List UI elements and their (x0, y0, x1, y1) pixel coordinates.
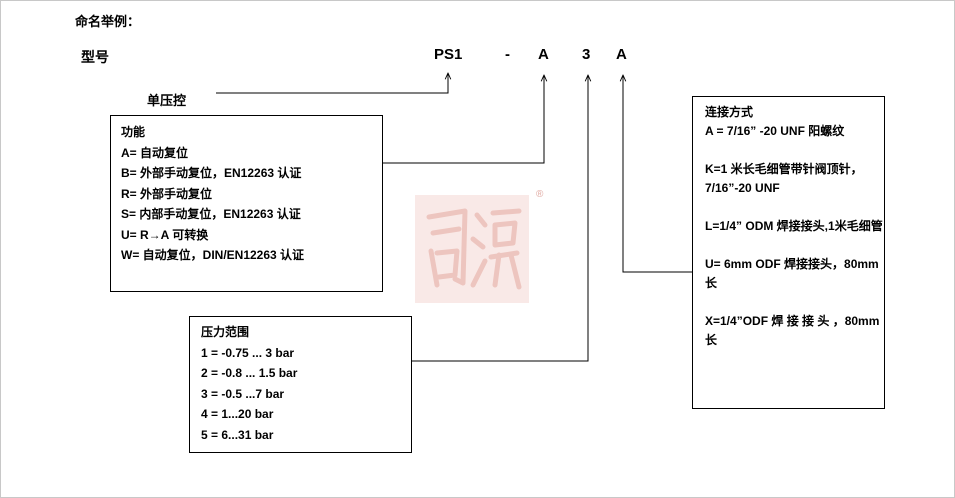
function-item-u: U= R→A 可转换 (121, 227, 209, 242)
pressure-range-box: 压力范围 1 = -0.75 ... 3 bar 2 = -0.8 ... 1.… (189, 316, 412, 453)
connector-connection (623, 75, 692, 273)
pressure-item-2: 2 = -0.8 ... 1.5 bar (201, 366, 298, 380)
single-control-label: 单压控 (147, 93, 187, 108)
connector-single-control (216, 73, 448, 94)
function-item-s: S= 内部手动复位，EN12263 认证 (121, 207, 301, 221)
connection-item-k: K=1 米长毛细管带针阀顶针，7/16”-20 UNF (705, 162, 863, 195)
model-label: 型号 (81, 49, 109, 65)
example-heading: 命名举例： (75, 14, 141, 29)
code-series: PS1 (434, 46, 463, 63)
pressure-item-3: 3 = -0.5 ...7 bar (201, 386, 285, 401)
function-title: 功能 (121, 125, 146, 139)
pressure-title: 压力范围 (201, 325, 250, 339)
code-function-letter: A (538, 46, 549, 63)
code-pressure-digit: 3 (582, 46, 591, 63)
connection-item-x: X=1/4”ODF 焊 接 接 头 ，80mm 长 (705, 314, 880, 347)
connection-item-u: U= 6mm ODF 焊接接头，80mm 长 (705, 257, 879, 290)
function-item-a: A= 自动复位 (121, 145, 189, 160)
function-item-r: R= 外部手动复位 (121, 186, 213, 201)
connection-type-box: 连接方式 A = 7/16” -20 UNF 阳螺纹 K=1 米长毛细管带针阀顶… (692, 96, 885, 409)
pressure-item-1: 1 = -0.75 ... 3 bar (201, 345, 295, 360)
connection-item-a: A = 7/16” -20 UNF 阳螺纹 (705, 124, 845, 138)
code-dash: - (505, 46, 510, 63)
pressure-item-5: 5 = 6...31 bar (201, 427, 274, 442)
pressure-item-4: 4 = 1...20 bar (201, 407, 274, 421)
function-box: 功能 A= 自动复位 B= 外部手动复位，EN12263 认证 R= 外部手动复… (110, 115, 383, 292)
connector-pressure (412, 75, 588, 362)
registered-mark: ® (536, 189, 544, 200)
code-connection-letter: A (616, 46, 627, 63)
brand-watermark-logo (415, 195, 529, 303)
function-item-b: B= 外部手动复位，EN12263 认证 (121, 166, 302, 180)
connection-title: 连接方式 (705, 105, 754, 119)
connection-item-l: L=1/4” ODM 焊接接头,1米毛细管 (705, 219, 883, 233)
function-item-w: W= 自动复位，DIN/EN12263 认证 (121, 248, 305, 262)
connector-function (383, 75, 544, 164)
